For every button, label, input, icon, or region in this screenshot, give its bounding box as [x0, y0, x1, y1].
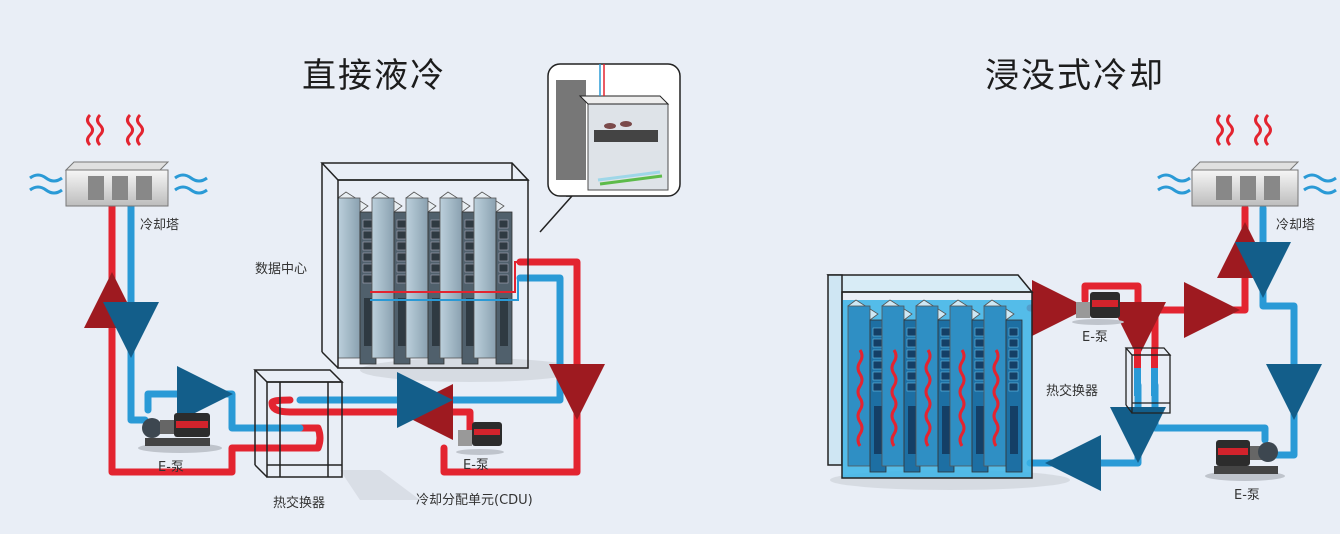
label-pump-main: E-泵: [158, 460, 184, 475]
immersion-pipes: [1026, 204, 1322, 491]
data-center-enclosure: [320, 162, 530, 369]
label-heat-exchanger: 热交换器: [273, 496, 326, 511]
heat-waves-icon: [86, 113, 144, 147]
label-cooling-tower-right: 冷却塔: [1276, 218, 1316, 233]
title-direct-liquid-cooling: 直接液冷: [302, 56, 446, 96]
label-data-center: 数据中心: [255, 262, 308, 277]
server-rack: [847, 299, 887, 473]
server-rack: [371, 191, 411, 365]
server-rack: [405, 191, 445, 365]
server-rack: [473, 191, 513, 365]
heat-exchanger: [253, 369, 344, 478]
cold-pipe-pump-to-hx: [1151, 381, 1269, 444]
server-rack: [439, 191, 479, 365]
server-rack: [881, 299, 921, 473]
cold-pipe-tower-to-pump: [1259, 204, 1298, 459]
heat-wave-icon: [924, 349, 932, 447]
heat-wave-icon: [992, 349, 1000, 447]
cooling-tower-right: [1190, 161, 1300, 207]
immersion-tank: [826, 274, 1034, 479]
label-cooling-tower: 冷却塔: [140, 218, 180, 233]
label-cdu: 冷却分配单元(CDU): [416, 493, 533, 508]
immersed-servers: [847, 299, 1023, 473]
heat-wave-icon: [856, 349, 864, 447]
hot-pipe-hx-to-tower: [1151, 204, 1249, 352]
cooling-tower: [64, 161, 170, 207]
heat-waves-icon-right: [1216, 113, 1272, 147]
server-rack: [949, 299, 989, 473]
label-pump-top: E-泵: [1082, 330, 1108, 345]
label-heat-exchanger-right: 热交换器: [1046, 384, 1099, 399]
heat-exchanger-right: [1124, 347, 1172, 414]
air-flow-icon-right: [1157, 173, 1337, 195]
air-flow-icon: [29, 173, 208, 195]
server-rack: [337, 191, 377, 365]
server-rack: [983, 299, 1023, 473]
server-rack: [915, 299, 955, 473]
cold-plate-callout: [539, 63, 681, 233]
right-panel: [826, 113, 1337, 491]
server-racks: [337, 191, 513, 365]
heat-wave-icon: [890, 349, 898, 447]
pump-main: [138, 413, 222, 453]
hot-pipe-racks-to-cdu: [440, 258, 581, 476]
pump-cdu: [456, 422, 504, 455]
label-pump-cdu: E-泵: [463, 458, 489, 473]
pump-top: [1072, 292, 1124, 325]
hot-pipe-tower-return: [108, 201, 324, 476]
title-immersion-cooling: 浸没式冷却: [985, 56, 1165, 96]
label-pump-bottom: E-泵: [1234, 488, 1260, 503]
pump-bottom: [1205, 440, 1285, 481]
left-panel: [29, 63, 681, 500]
heat-wave-icon: [958, 349, 966, 447]
